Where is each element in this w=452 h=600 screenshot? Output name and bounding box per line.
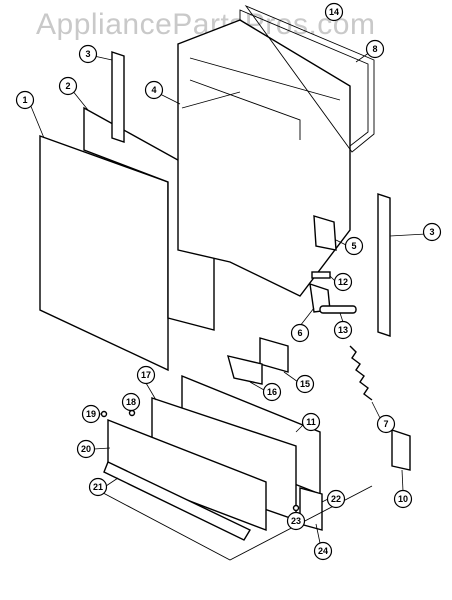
callout-circle — [290, 323, 310, 343]
callout-circle — [262, 382, 282, 402]
callout-label: 23 — [291, 516, 301, 526]
callout-3: 3 — [422, 222, 442, 242]
outer-door-panel — [29, 103, 169, 372]
callout-2: 2 — [58, 76, 78, 96]
callout-circle — [313, 541, 333, 561]
callout-circle — [136, 365, 156, 385]
callout-circle — [324, 2, 344, 22]
callout-circle — [301, 412, 321, 432]
callout-circle — [326, 489, 346, 509]
hinge-link — [319, 305, 357, 323]
end-cap — [391, 429, 411, 492]
callout-circle — [376, 414, 396, 434]
callout-20: 20 — [76, 439, 96, 459]
callout-label: 17 — [141, 370, 151, 380]
bottom-trim — [103, 461, 251, 541]
callout-circle — [422, 222, 442, 242]
callout-circle — [333, 320, 353, 340]
side-trim-strip-left — [93, 51, 125, 143]
latch-bracket — [259, 337, 299, 383]
callout-label: 8 — [372, 44, 377, 54]
callout-15: 15 — [295, 374, 315, 394]
callout-circle — [365, 39, 385, 59]
callout-24: 24 — [313, 541, 333, 561]
callout-label: 22 — [331, 494, 341, 504]
frame-screw — [292, 504, 300, 513]
hinge-bracket — [313, 215, 349, 251]
callout-circle — [78, 44, 98, 64]
callout-label: 14 — [329, 7, 339, 17]
callout-circle — [295, 374, 315, 394]
callout-label: 19 — [86, 409, 96, 419]
callout-5: 5 — [344, 236, 364, 256]
callout-circle — [121, 392, 141, 412]
callout-circle — [88, 477, 108, 497]
callout-circle — [81, 404, 101, 424]
callout-label: 6 — [297, 328, 302, 338]
callout-label: 2 — [65, 81, 70, 91]
panel-screw — [128, 409, 136, 417]
callout-circle — [333, 272, 353, 292]
callout-label: 5 — [351, 241, 356, 251]
callout-circle — [393, 489, 413, 509]
mounting-screw — [99, 410, 108, 418]
door-spring — [349, 345, 381, 419]
callout-label: 20 — [81, 444, 91, 454]
side-trim-strip-right — [377, 193, 427, 337]
callout-21: 21 — [88, 477, 108, 497]
callout-label: 7 — [383, 419, 388, 429]
callout-circle — [58, 76, 78, 96]
front-trim-panel — [93, 418, 267, 532]
callout-3: 3 — [78, 44, 98, 64]
callout-label: 3 — [85, 49, 90, 59]
callout-10: 10 — [393, 489, 413, 509]
callout-23: 23 — [286, 511, 306, 531]
callout-13: 13 — [333, 320, 353, 340]
callout-label: 18 — [126, 397, 136, 407]
callout-label: 11 — [306, 417, 316, 427]
callout-4: 4 — [144, 80, 164, 100]
console-assembly-outline — [89, 485, 373, 561]
callout-12: 12 — [333, 272, 353, 292]
callout-label: 15 — [300, 379, 310, 389]
callout-circle — [344, 236, 364, 256]
callout-label: 21 — [93, 482, 103, 492]
callout-22: 22 — [326, 489, 346, 509]
callout-18: 18 — [121, 392, 141, 412]
callout-14: 14 — [324, 2, 344, 22]
callout-11: 11 — [301, 412, 321, 432]
callout-circle — [144, 80, 164, 100]
callout-7: 7 — [376, 414, 396, 434]
callout-label: 16 — [267, 387, 277, 397]
callout-label: 3 — [429, 227, 434, 237]
callout-label: 12 — [338, 277, 348, 287]
callout-circle — [15, 90, 35, 110]
callout-label: 1 — [22, 95, 27, 105]
callout-6: 6 — [290, 323, 310, 343]
callout-8: 8 — [365, 39, 385, 59]
callout-label: 24 — [318, 546, 328, 556]
callout-label: 4 — [151, 85, 156, 95]
hinge-pin — [311, 271, 337, 283]
callout-19: 19 — [81, 404, 101, 424]
callout-17: 17 — [136, 365, 156, 385]
callout-label: 13 — [338, 325, 348, 335]
latch-plate — [227, 355, 265, 391]
callout-circle — [286, 511, 306, 531]
callout-circle — [76, 439, 96, 459]
callout-16: 16 — [262, 382, 282, 402]
callout-1: 1 — [15, 90, 35, 110]
callout-label: 10 — [398, 494, 408, 504]
